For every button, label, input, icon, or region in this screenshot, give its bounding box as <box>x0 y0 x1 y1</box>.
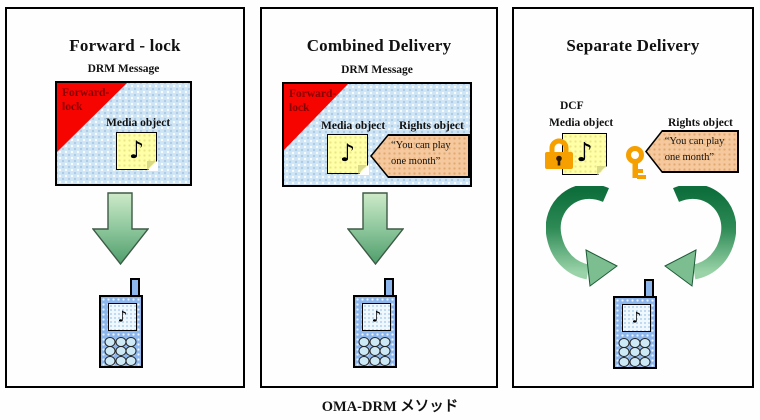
music-note-icon: ♪ <box>576 137 593 168</box>
media-object-label: Media object <box>321 120 386 132</box>
rights-line2: one month” <box>391 156 441 167</box>
exchange-arrow-left-icon <box>546 186 618 287</box>
exchange-arrow-right-icon <box>664 186 736 287</box>
keypad-button <box>379 336 391 347</box>
keypad-button <box>125 336 137 347</box>
keypad-button <box>629 356 641 367</box>
dcf-label: DCF <box>560 100 584 112</box>
panel-title: Separate Delivery <box>566 36 700 56</box>
note-fold-flap <box>357 164 367 174</box>
media-object-note: ♪ <box>327 134 369 175</box>
lock-icon <box>545 138 573 169</box>
keypad-button <box>639 356 651 367</box>
forward-lock-label: Forward- lock <box>62 86 109 114</box>
keypad-button <box>629 337 641 348</box>
forward-lock-line1: Forward- <box>62 87 110 99</box>
keypad-button <box>104 355 116 366</box>
keypad-button <box>125 346 137 356</box>
download-arrow-icon <box>347 192 404 265</box>
rights-object-label: Rights object <box>399 120 464 132</box>
keypad-button <box>115 355 127 366</box>
keypad-button <box>629 347 641 357</box>
phone-body: ♪ <box>99 295 143 368</box>
rights-object-label: Rights object <box>668 117 733 129</box>
rights-line2: one month” <box>664 152 715 163</box>
panel-title: Combined Delivery <box>306 36 452 56</box>
diagram-caption: OMA-DRM メソッド <box>321 399 459 415</box>
drm-message-label: DRM Message <box>341 64 413 76</box>
keypad-button <box>369 336 381 347</box>
download-arrow-icon <box>92 192 149 265</box>
keypad-button <box>125 355 137 366</box>
rights-tag-fill <box>372 136 468 176</box>
forward-lock-label: Forward- lock <box>289 87 336 115</box>
phone-body: ♪ <box>613 296 657 369</box>
phone-icon: ♪ <box>353 278 397 368</box>
keypad-button <box>104 346 116 356</box>
panel-separate-delivery: Separate Delivery DCF Media object ♪ Rig… <box>512 7 754 388</box>
drm-message-label: DRM Message <box>87 63 160 75</box>
music-note-icon: ♪ <box>371 307 382 326</box>
keypad-button <box>379 346 391 356</box>
music-note-icon: ♪ <box>117 307 128 326</box>
phone-screen: ♪ <box>362 303 391 331</box>
media-object-label: Media object <box>549 117 614 129</box>
phone-screen: ♪ <box>622 304 651 332</box>
panel-title: Forward - lock <box>69 36 181 56</box>
phone-keypad <box>358 336 392 366</box>
panel-forward-lock: Forward - lock DRM Message Forward- lock… <box>5 7 245 388</box>
keypad-button <box>639 337 651 348</box>
keypad-button <box>639 347 651 357</box>
keypad-button <box>618 347 630 357</box>
phone-keypad <box>104 336 138 366</box>
panel-combined-delivery: Combined Delivery DRM Message Forward- l… <box>260 7 498 388</box>
keypad-button <box>358 355 370 366</box>
forward-lock-line2: lock <box>289 102 310 114</box>
rights-line1: “You can play <box>391 140 451 151</box>
forward-lock-line1: Forward- <box>289 88 337 100</box>
phone-icon: ♪ <box>99 278 143 368</box>
forward-lock-line2: lock <box>62 101 83 113</box>
media-object-note: ♪ <box>116 132 158 171</box>
keypad-button <box>618 356 630 367</box>
phone-icon: ♪ <box>613 279 657 369</box>
music-note-icon: ♪ <box>631 308 642 327</box>
music-note-icon: ♪ <box>128 135 145 164</box>
keypad-button <box>618 337 630 348</box>
key-icon <box>626 146 646 179</box>
rights-usage-text: “You can play one month” <box>391 138 451 170</box>
phone-screen: ♪ <box>108 303 137 331</box>
keypad-button <box>115 336 127 347</box>
drm-message-box: Forward- lock Media object ♪ Rights obje… <box>282 82 472 187</box>
keypad-button <box>358 336 370 347</box>
phone-body: ♪ <box>353 295 397 368</box>
drm-message-box: Forward- lock Media object ♪ <box>55 81 192 186</box>
music-note-icon: ♪ <box>339 138 356 167</box>
media-object-label: Media object <box>106 117 171 129</box>
keypad-button <box>379 355 391 366</box>
phone-keypad <box>618 337 652 367</box>
keypad-button <box>115 346 127 356</box>
rights-usage-text: “You can play one month” <box>665 134 725 166</box>
keypad-button <box>104 336 116 347</box>
note-fold-flap <box>596 165 606 175</box>
rights-object-tag: “You can play one month” <box>645 130 739 173</box>
rights-object-tag: “You can play one month” <box>370 134 470 178</box>
rights-tag-fill <box>647 132 737 171</box>
note-fold-flap <box>146 160 156 170</box>
rights-line1: “You can play <box>664 136 725 147</box>
keypad-button <box>358 346 370 356</box>
keypad-button <box>369 346 381 356</box>
keypad-button <box>369 355 381 366</box>
